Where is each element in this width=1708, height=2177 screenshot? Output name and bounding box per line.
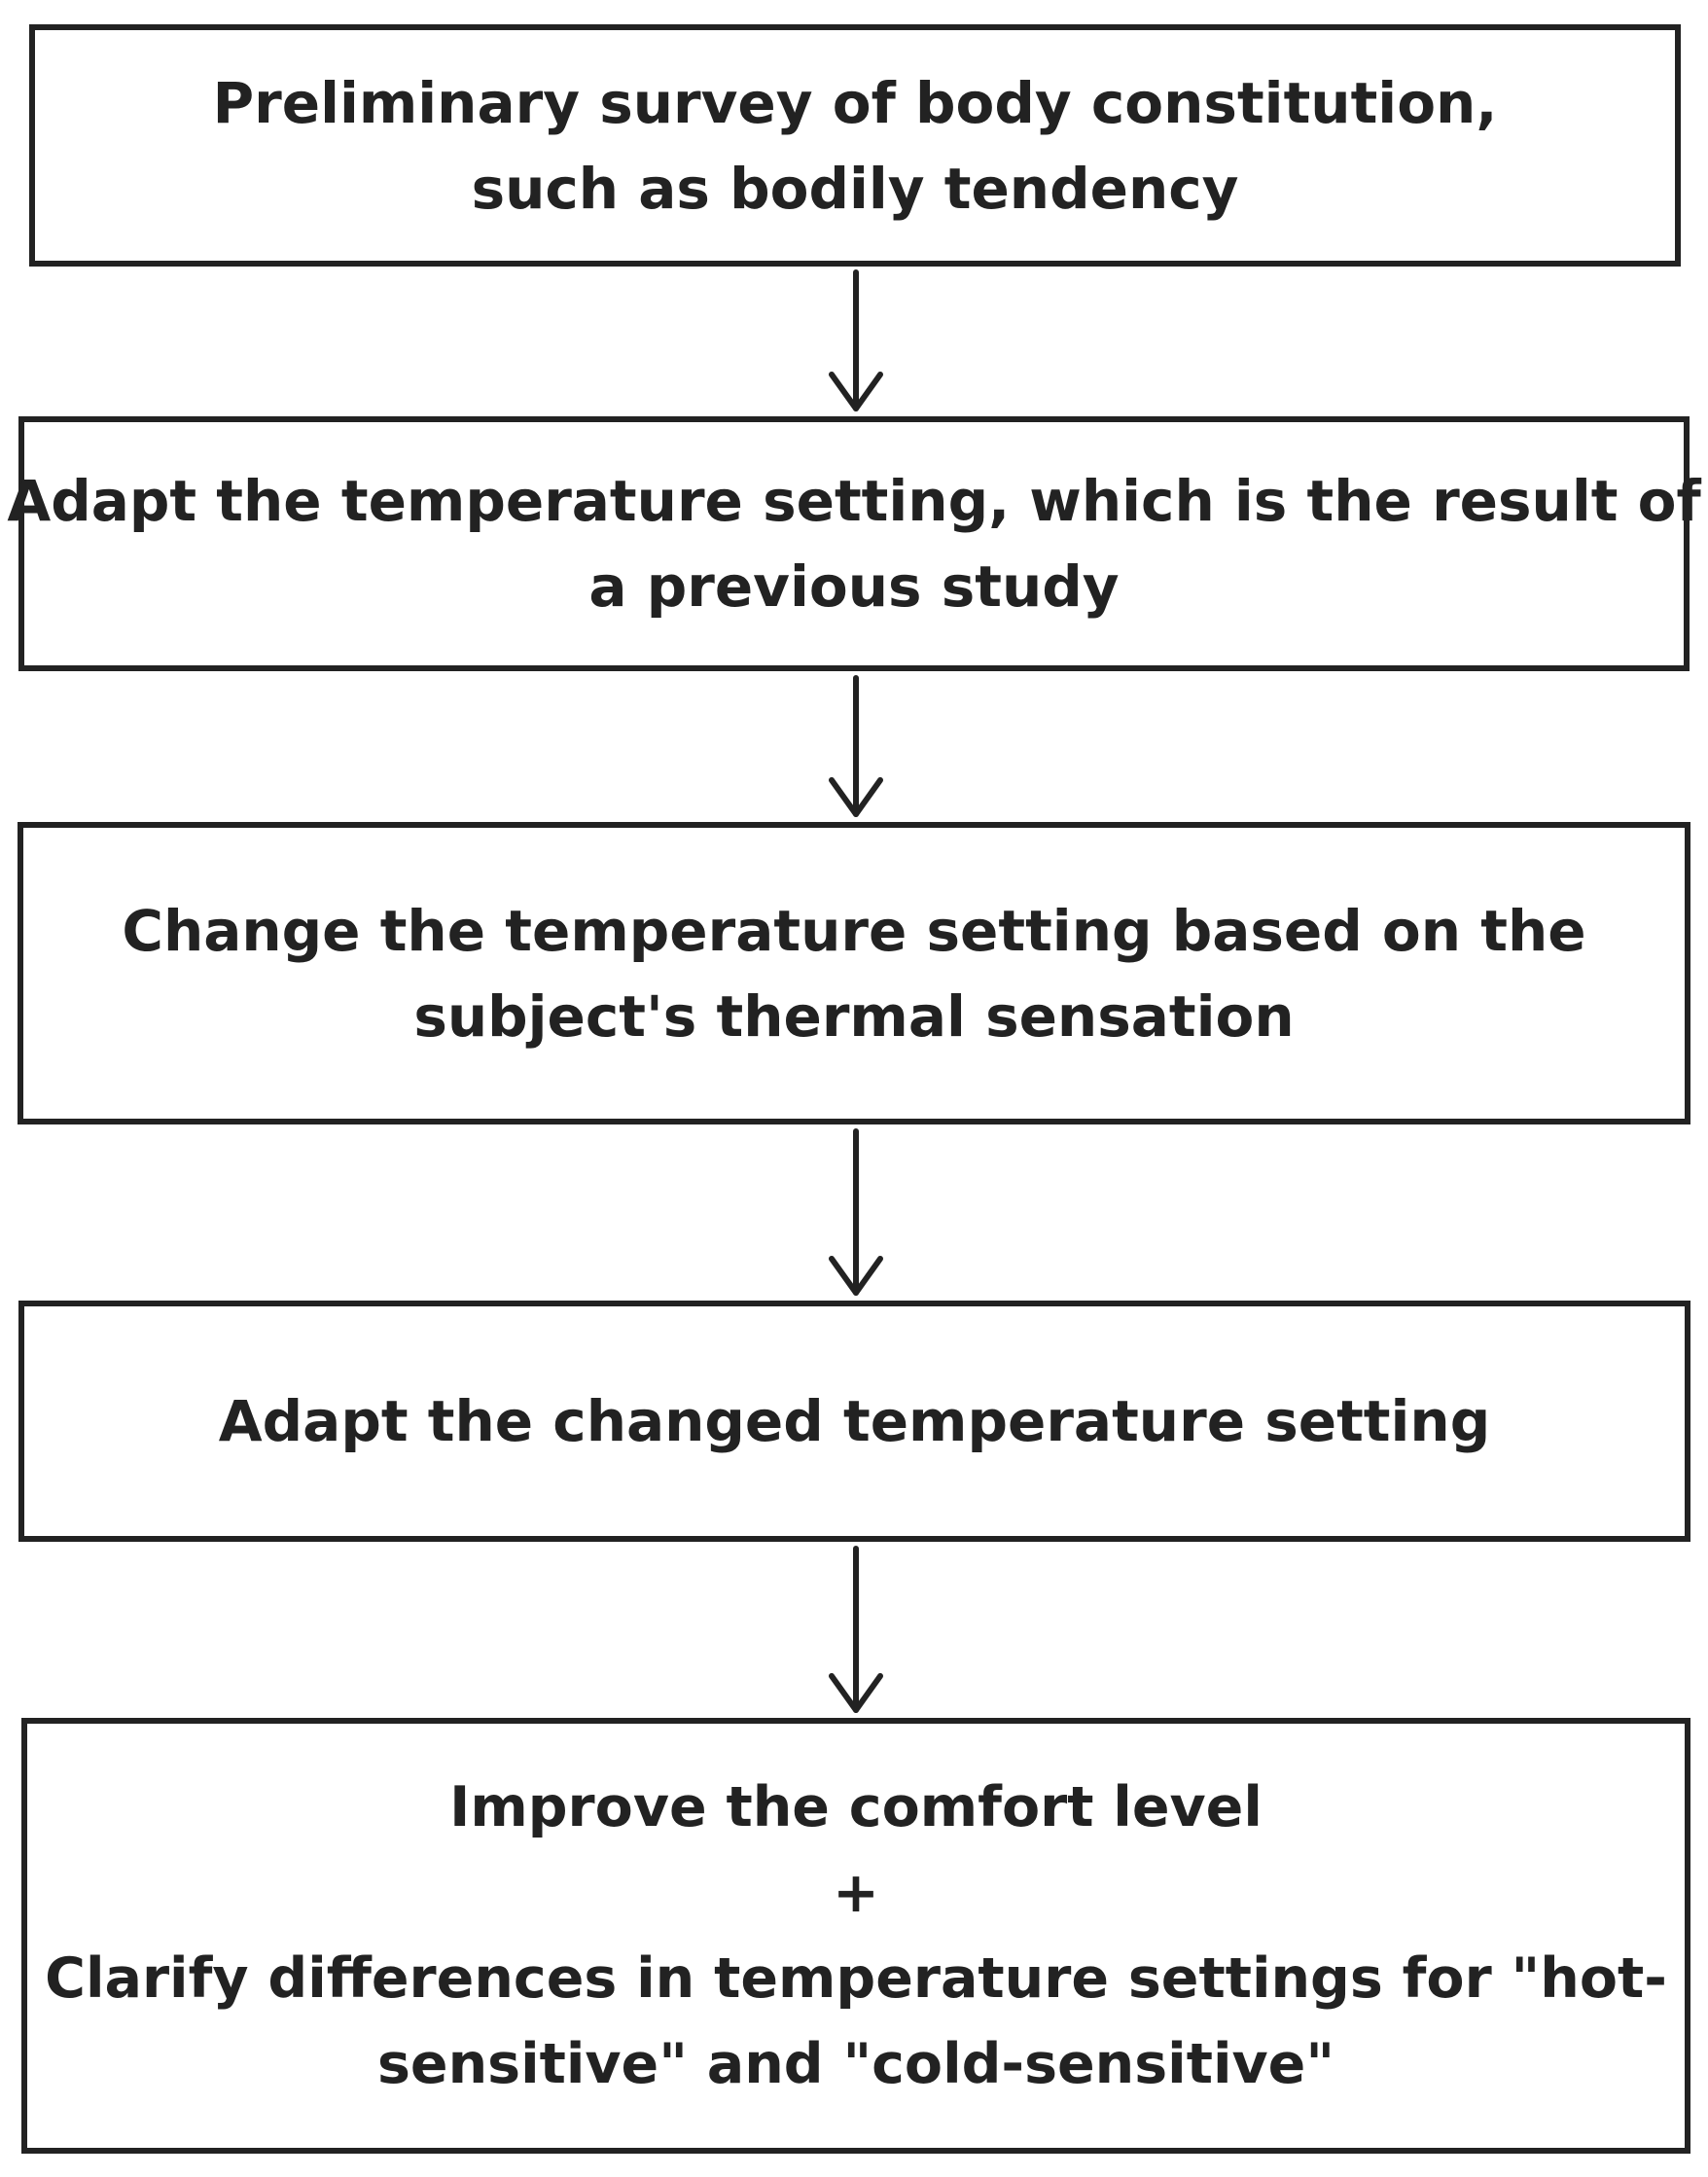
flow-step-4: Adapt the changed temperature setting bbox=[18, 1301, 1690, 1542]
flow-step-3-line-2: subject's thermal sensation bbox=[413, 982, 1295, 1050]
flow-step-5: Improve the comfort level + Clarify diff… bbox=[21, 1718, 1690, 2154]
flow-step-5-line-1: Improve the comfort level bbox=[449, 1775, 1263, 1839]
flow-step-1-line-1: Preliminary survey of body constitution, bbox=[212, 69, 1498, 136]
flow-step-1: Preliminary survey of body constitution,… bbox=[29, 24, 1681, 267]
arrow-4-to-5 bbox=[829, 1546, 883, 1713]
arrow-3-to-4 bbox=[829, 1128, 883, 1296]
flow-step-4-line-1: Adapt the changed temperature setting bbox=[218, 1388, 1491, 1454]
arrow-2-to-3 bbox=[829, 675, 883, 817]
flow-step-2-line-2: a previous study bbox=[588, 553, 1120, 620]
arrow-1-to-2 bbox=[829, 269, 883, 411]
flow-step-5-line-4: sensitive" and "cold-sensitive" bbox=[376, 2032, 1335, 2096]
flow-step-5-line-3: Clarify differences in temperature setti… bbox=[45, 1946, 1667, 2011]
flow-step-2-line-1: Adapt the temperature setting, which is … bbox=[7, 468, 1701, 534]
flow-step-2: Adapt the temperature setting, which is … bbox=[7, 416, 1701, 671]
flow-step-5-plus: + bbox=[833, 1861, 879, 1925]
flow-step-3: Change the temperature setting based on … bbox=[18, 822, 1690, 1124]
flow-step-3-line-1: Change the temperature setting based on … bbox=[122, 897, 1586, 964]
flow-step-1-line-2: such as bodily tendency bbox=[471, 155, 1239, 222]
